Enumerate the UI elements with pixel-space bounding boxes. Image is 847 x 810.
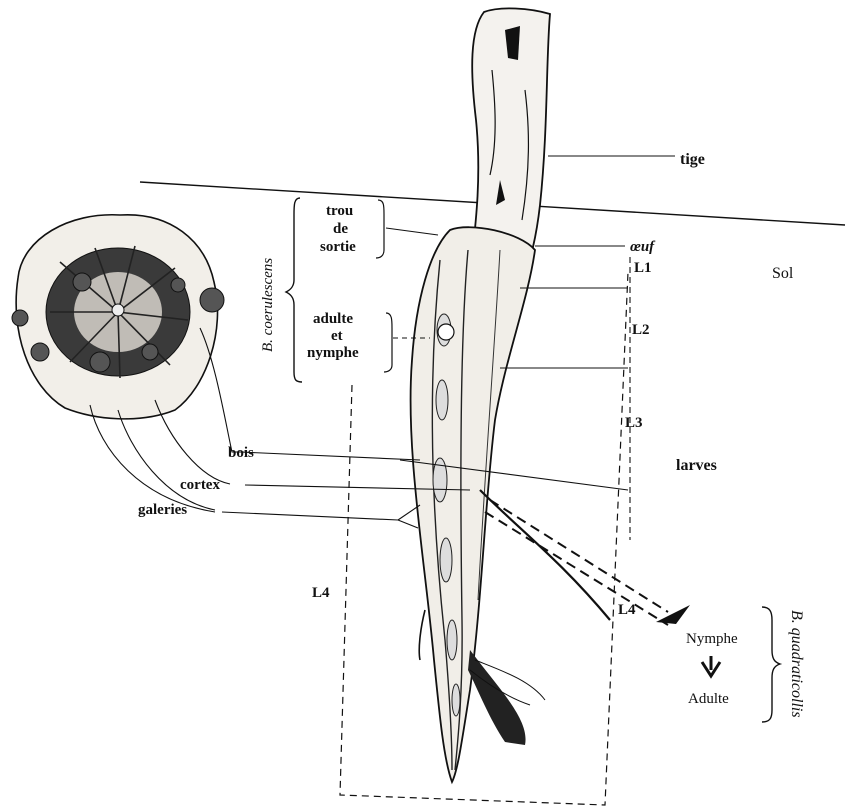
stem-cross-section: [12, 215, 224, 419]
label-l1: L1: [634, 260, 652, 276]
label-cortex: cortex: [180, 477, 220, 493]
label-l2: L2: [632, 322, 650, 338]
label-adulte: Adulte: [688, 691, 729, 707]
label-l4-right: L4: [618, 602, 636, 618]
label-species-quadraticollis: B. quadraticollis: [788, 610, 805, 718]
label-galeries: galeries: [138, 502, 187, 518]
arrow-head-nymphe: [656, 605, 690, 624]
label-l3: L3: [625, 415, 643, 431]
label-oeuf: œuf: [630, 239, 656, 255]
stem-longitudinal: [411, 8, 610, 782]
label-larves: larves: [676, 457, 717, 474]
label-sol: Sol: [772, 265, 794, 282]
label-adulte-1: adulte: [313, 311, 353, 327]
label-trou-2: de: [333, 221, 348, 237]
bracket-coerulescens: [286, 198, 302, 382]
label-adulte-3: nymphe: [307, 345, 359, 361]
label-trou-1: trou: [326, 203, 353, 219]
label-species-coerulescens: B. coerulescens: [260, 258, 276, 352]
stem-lower: [411, 227, 535, 782]
label-tige: tige: [680, 151, 705, 168]
label-adulte-2: et: [331, 328, 343, 344]
label-bois: bois: [228, 445, 254, 461]
arrow-nymphe-to-adulte: [702, 656, 720, 676]
label-l4-left: L4: [312, 585, 330, 601]
label-trou-3: sortie: [320, 239, 356, 255]
dashed-arrows: [485, 500, 668, 625]
label-nymphe: Nymphe: [686, 631, 738, 647]
bracket-quadraticollis: [762, 607, 780, 722]
